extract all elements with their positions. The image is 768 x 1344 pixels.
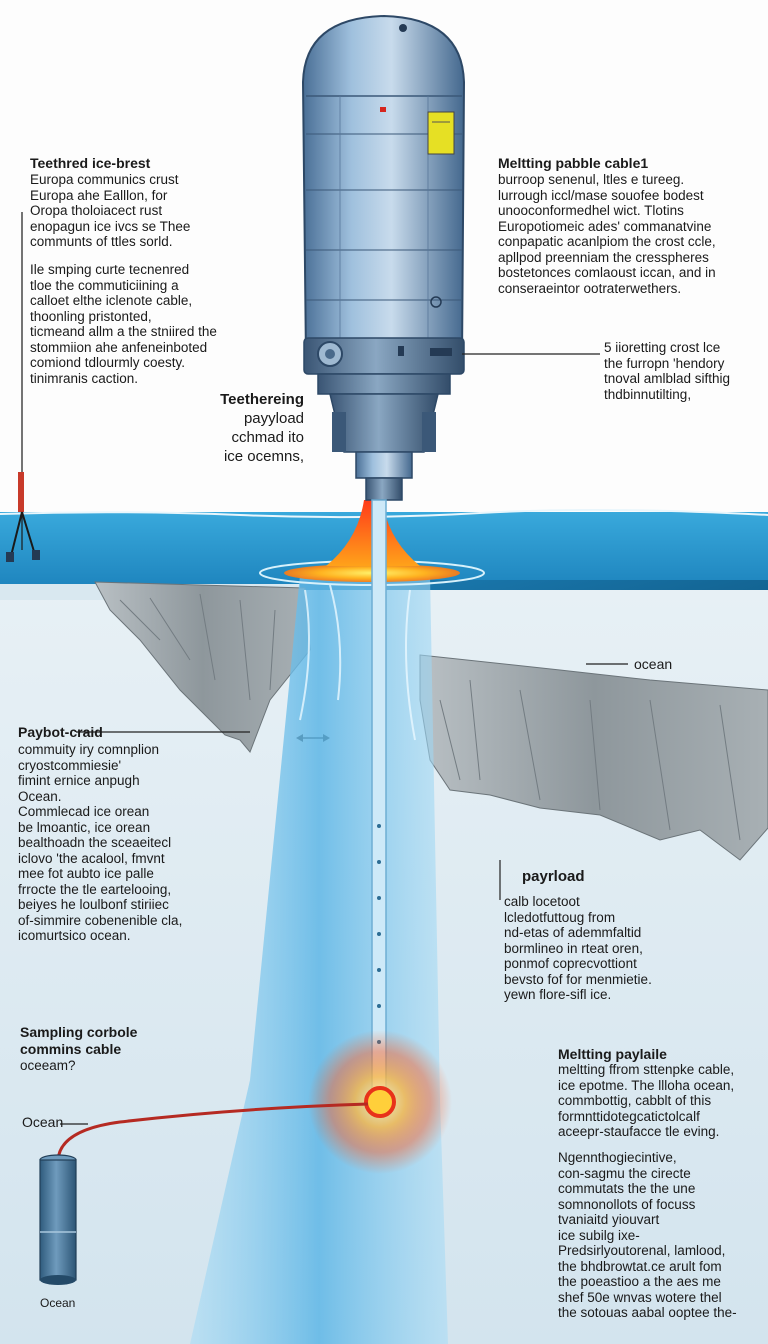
label-sampling-sub: oceeam? — [20, 1058, 76, 1073]
label-tethered-ice-breast-body: Europa communics crust Europa ahe Ealllo… — [30, 172, 191, 249]
sampling-cable — [56, 1102, 369, 1161]
label-tethered-ice-breast-title: Teethred ice-brest — [30, 155, 151, 171]
label-melting-payload-title: Meltting paylaile — [558, 1046, 667, 1062]
ice-shelf-right — [419, 654, 768, 861]
label-payload-right-title: payrload — [522, 868, 585, 885]
label-crust-ice-note: 5 iioretting crost lce the furropn 'hend… — [604, 340, 731, 402]
cryobot-probe — [301, 14, 466, 501]
label-melting-payload-body2: Ngennthogiecintive, con-sagmu the cirect… — [558, 1150, 737, 1320]
label-payload-right-body: calb locetoot lcledotfuttoug from nd-eta… — [504, 894, 652, 1002]
label-ocean-right: ocean — [634, 656, 673, 672]
leader-lines — [60, 353, 628, 1125]
label-payload-craid-body: commuity iry comnplion cryostcommiesie' … — [18, 742, 183, 943]
label-melting-pabble-body: burroop senenul, ltles e tureeg. lurroug… — [498, 172, 716, 296]
surface-beacon — [6, 212, 40, 562]
label-payload-craid-title: Paybot-craid — [18, 724, 103, 740]
sample-container — [39, 1159, 77, 1281]
label-sampling-title: Sampling corbole commins cable — [20, 1024, 138, 1057]
warning-panel — [427, 111, 455, 155]
label-melting-payload-body: meltting ffrom sttenpke cable, ice epotm… — [558, 1062, 735, 1139]
melting-head — [364, 1086, 396, 1118]
label-sampling-cable-body: Ile smping curte tecnenred tloe the comm… — [30, 262, 217, 386]
label-melting-pabble-title: Meltting pabble cable1 — [498, 155, 649, 171]
label-ocean-left: Ocean — [22, 1114, 64, 1130]
label-tethering-payload: Teethereing payyload cchmad ito ice ocem… — [220, 391, 304, 465]
label-ocean-bottom: Ocean — [40, 1296, 76, 1310]
tether-cable — [371, 499, 387, 1091]
